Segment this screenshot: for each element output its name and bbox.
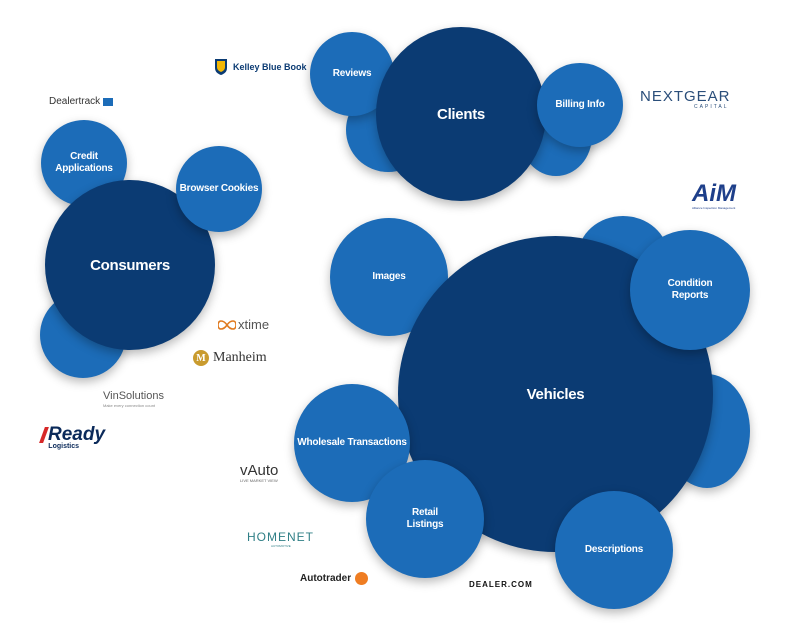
nextgear-text: NEXTGEAR — [640, 88, 731, 105]
vinsolutions-sub-text: Make every connection count — [103, 403, 156, 408]
ready-sub-text: Logistics — [48, 443, 80, 450]
browser-cookies-bubble[interactable]: Browser Cookies — [176, 146, 262, 232]
billing-info-label: Billing Info — [555, 99, 605, 110]
descriptions-bubble[interactable]: Descriptions — [555, 491, 673, 609]
condition-reports-bubble[interactable]: Condition Reports — [630, 230, 750, 350]
vinsolutions-text: VinSolutions — [103, 390, 164, 402]
vehicles-label: Vehicles — [526, 385, 585, 403]
kbb-text: Kelley Blue Book — [233, 62, 307, 72]
dealertrack-badge-icon — [103, 97, 114, 106]
kelley-blue-book-logo: Kelley Blue Book — [214, 58, 307, 76]
autotrader-logo: Autotrader — [300, 572, 369, 585]
aim-text: AiM — [692, 180, 736, 207]
homenet-logo: HOMENET AUTOMOTIVE — [247, 530, 314, 548]
ready-text: Ready — [48, 424, 106, 445]
dealer-com-logo: DEALER.COM — [469, 580, 533, 589]
billing-info-bubble[interactable]: Billing Info — [537, 63, 623, 147]
credit-applications-label: Credit Applications — [55, 151, 113, 174]
vauto-text: vAuto — [240, 462, 279, 479]
reviews-label: Reviews — [332, 68, 372, 79]
browser-cookies-label: Browser Cookies — [179, 183, 259, 194]
clients-hub[interactable]: Clients — [376, 27, 546, 201]
clients-label: Clients — [437, 105, 485, 123]
dealer-com-text: DEALER.COM — [469, 580, 533, 589]
retail-listings-bubble[interactable]: Retail Listings — [366, 460, 484, 578]
nextgear-capital-logo: NEXTGEAR CAPITAL — [640, 88, 731, 110]
manheim-text: Manheim — [213, 350, 267, 365]
vauto-logo: vAuto LIVE MARKET VIEW — [240, 462, 278, 483]
consumers-label: Consumers — [90, 256, 170, 274]
dealertrack-logo: Dealertrack — [49, 96, 114, 107]
wholesale-transactions-label: Wholesale Transactions — [297, 437, 407, 448]
nextgear-sub-text: CAPITAL — [694, 104, 729, 110]
autotrader-text: Autotrader — [300, 573, 352, 584]
retail-listings-label: Retail Listings — [406, 507, 444, 530]
aim-logo: AiM Alliance Inspection Management — [692, 180, 736, 211]
xtime-infinity-icon — [218, 319, 236, 330]
kbb-shield-icon — [215, 59, 227, 75]
images-label: Images — [372, 271, 406, 282]
manheim-emblem-icon: M — [193, 350, 209, 366]
vinsolutions-logo: VinSolutions Make every connection count — [103, 390, 164, 408]
autotrader-emblem-icon — [355, 572, 369, 585]
aim-sub-text: Alliance Inspection Management — [692, 206, 736, 210]
xtime-logo: xtime — [218, 317, 269, 332]
descriptions-label: Descriptions — [584, 544, 644, 555]
vauto-sub-text: LIVE MARKET VIEW — [240, 478, 278, 483]
condition-reports-label: Condition Reports — [667, 278, 713, 301]
homenet-text: HOMENET — [247, 530, 314, 544]
dealertrack-text: Dealertrack — [49, 96, 101, 107]
xtime-text: xtime — [238, 317, 270, 332]
ready-logistics-logo: Ready Logistics — [39, 424, 106, 450]
homenet-sub-text: AUTOMOTIVE — [271, 544, 291, 548]
manheim-logo: M Manheim — [193, 350, 267, 366]
